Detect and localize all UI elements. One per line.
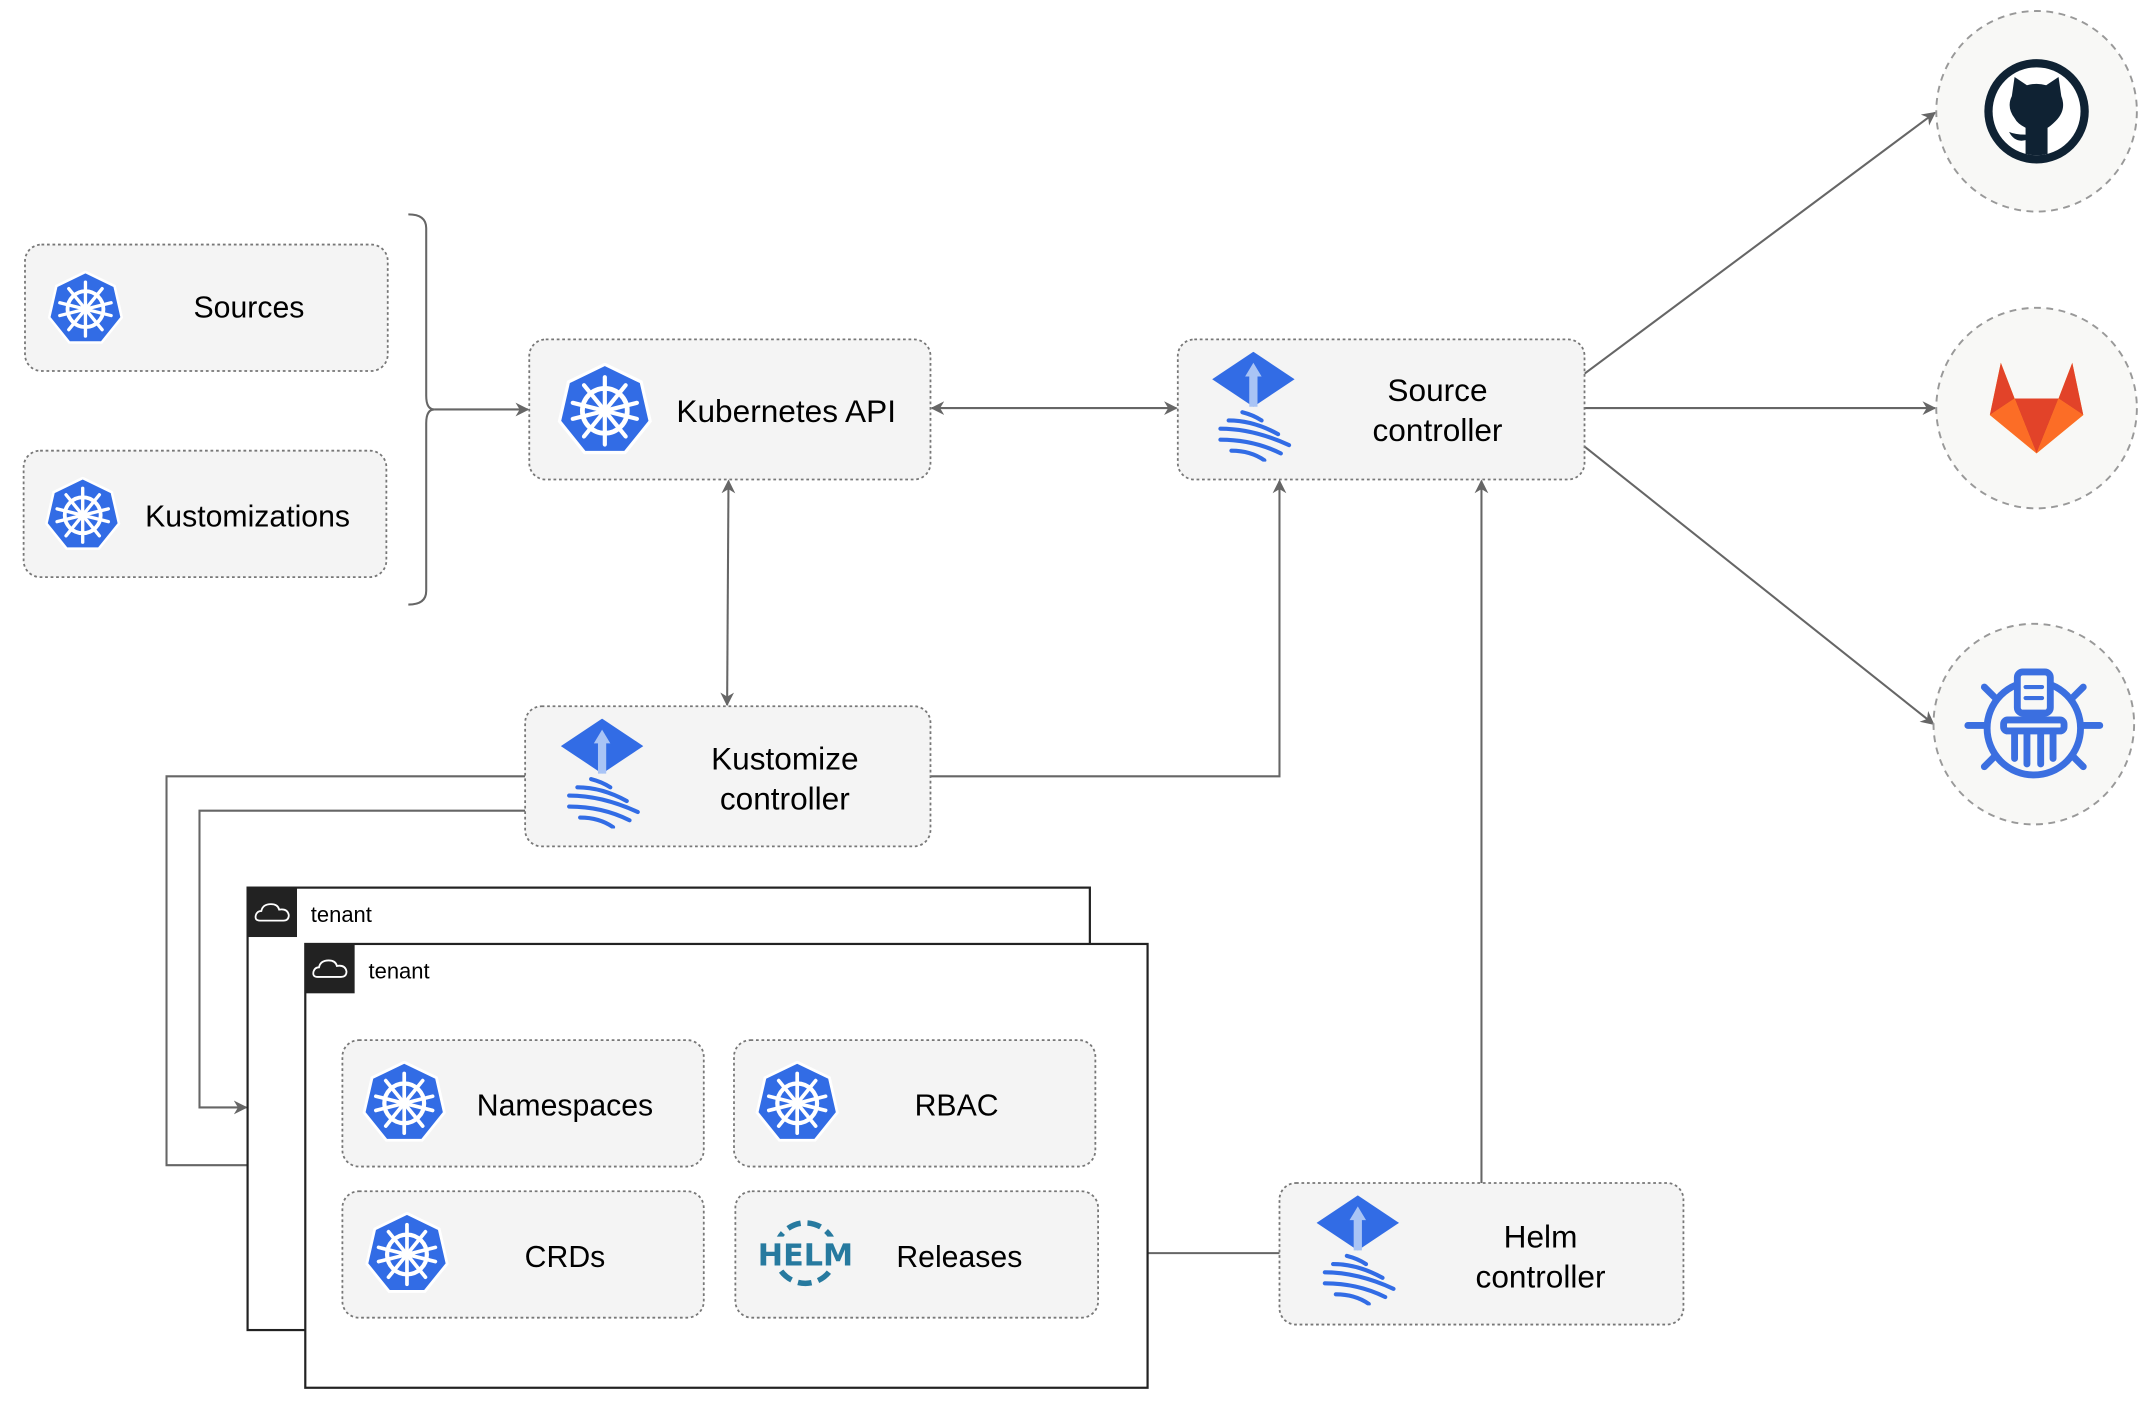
node-helm-controller[interactable]: Helm controller — [1278, 1182, 1685, 1326]
gitlab-source[interactable] — [1935, 306, 2138, 510]
node-label-line1: Helm — [1504, 1219, 1578, 1255]
node-label: RBAC — [915, 1090, 999, 1123]
node-namespaces[interactable]: Namespaces — [341, 1039, 705, 1168]
node-label-line2: controller — [1476, 1258, 1606, 1294]
node-label-line2: controller — [1373, 412, 1503, 448]
node-label: Sources — [194, 291, 305, 324]
grouping-brace — [408, 213, 435, 606]
cloud-icon — [247, 887, 298, 938]
node-releases[interactable]: HELM Releases — [734, 1190, 1099, 1319]
node-label: CRDs — [525, 1241, 606, 1274]
node-label: Kubernetes API — [676, 393, 896, 429]
tenant-label: tenant — [369, 958, 430, 983]
node-kustomize-controller[interactable]: Kustomize controller — [524, 705, 932, 848]
helm-icon: HELM — [758, 1220, 853, 1287]
edge-kustomize-to-source — [930, 479, 1287, 778]
edge-kustomize-to-tenant-front — [165, 775, 526, 1173]
helm-repository-icon — [1964, 668, 2104, 779]
node-source-controller[interactable]: Source controller — [1176, 338, 1586, 481]
connectors — [165, 111, 1937, 1260]
cloud-icon — [305, 943, 355, 994]
node-rbac[interactable]: RBAC — [733, 1039, 1097, 1168]
edge-k8s-api-kustomize-controller — [720, 479, 736, 707]
node-sources[interactable]: Sources — [24, 243, 389, 372]
node-label-line1: Kustomize — [711, 740, 858, 776]
gitlab-icon — [1989, 362, 2084, 454]
edge-kustomize-to-tenant-back — [198, 809, 526, 1115]
tenant-label: tenant — [311, 902, 372, 927]
node-label: Namespaces — [477, 1090, 653, 1123]
node-label-line2: controller — [720, 780, 850, 816]
node-label: Releases — [896, 1241, 1022, 1274]
node-kustomizations[interactable]: Kustomizations — [22, 449, 388, 578]
edge-source-to-helm-repo — [1583, 445, 1935, 725]
node-label-line1: Source — [1387, 372, 1487, 408]
node-label: Kustomizations — [145, 500, 350, 533]
github-source[interactable] — [1935, 10, 2138, 213]
edge-source-to-github — [1583, 111, 1936, 375]
helm-logo-text: HELM — [758, 1238, 853, 1273]
node-crds[interactable]: CRDs — [341, 1190, 705, 1319]
helm-repository-source[interactable] — [1932, 622, 2136, 826]
node-kubernetes-api[interactable]: Kubernetes API — [528, 338, 932, 481]
github-icon — [1984, 59, 2089, 164]
